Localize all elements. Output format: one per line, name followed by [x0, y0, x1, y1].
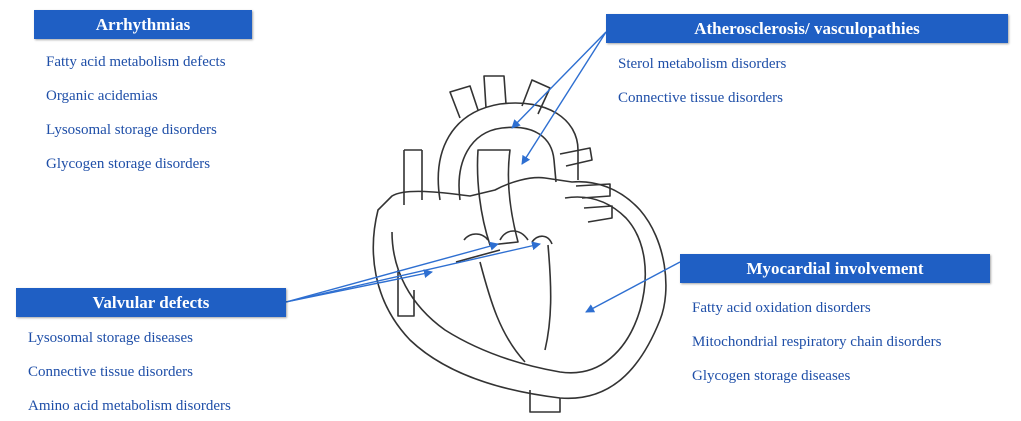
valvular-item: Amino acid metabolism disorders	[28, 398, 231, 415]
pointer-arrows	[286, 32, 680, 312]
arrow-athero-1	[512, 32, 606, 128]
arrhythmias-item: Lysosomal storage disorders	[46, 122, 217, 139]
valvular-item: Connective tissue disorders	[28, 364, 193, 381]
heart-icon	[373, 76, 666, 412]
valvular-header: Valvular defects	[16, 288, 286, 317]
arrhythmias-item: Fatty acid metabolism defects	[46, 54, 226, 71]
arrhythmias-item: Glycogen storage disorders	[46, 156, 210, 173]
arrow-valvular-3	[286, 244, 540, 302]
myocardial-item: Mitochondrial respiratory chain disorder…	[692, 334, 942, 351]
valvular-item: Lysosomal storage diseases	[28, 330, 193, 347]
myocardial-item: Glycogen storage diseases	[692, 368, 850, 385]
atherosclerosis-header: Atherosclerosis/ vasculopathies	[606, 14, 1008, 43]
arrhythmias-header: Arrhythmias	[34, 10, 252, 39]
arrhythmias-item: Organic acidemias	[46, 88, 158, 105]
myocardial-header: Myocardial involvement	[680, 254, 990, 283]
arrow-athero-2	[522, 32, 606, 164]
arrow-valvular-2	[286, 244, 498, 302]
atherosclerosis-item: Sterol metabolism disorders	[618, 56, 786, 73]
atherosclerosis-item: Connective tissue disorders	[618, 90, 783, 107]
myocardial-item: Fatty acid oxidation disorders	[692, 300, 871, 317]
